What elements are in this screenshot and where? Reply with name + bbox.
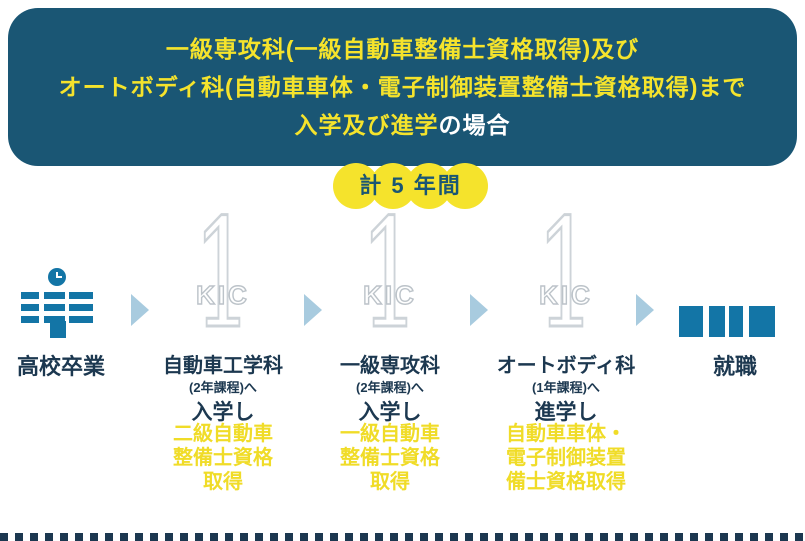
flag-icon (779, 248, 805, 253)
qual-line: 取得 (370, 471, 410, 493)
kic-logo-text: KIC (538, 279, 593, 310)
node-title: 一級専攻科 (340, 355, 440, 377)
badge-label: 計 5 年間 (359, 173, 462, 198)
node-autobody: オートボディ科 (1年課程)へ 進学し 自動車車体・ 電子制御装置 備士資格取得 (481, 349, 651, 499)
shop-door-panel (749, 306, 775, 337)
header-panel: 一級専攻科(一級自動車整備士資格取得)及び オートボディ科(自動車車体・電子制御… (8, 8, 797, 166)
arrow-right-icon (636, 294, 654, 326)
numeral-one-icon: 1 (535, 188, 596, 362)
arrow-right-icon (304, 294, 322, 326)
qual-line: 備士資格取得 (506, 471, 626, 493)
qual-line: 自動車車体・ (506, 423, 626, 445)
qual-line: 整備士資格 (173, 447, 273, 469)
school-building-icon (16, 265, 104, 338)
clock-icon (48, 268, 66, 286)
numeral-one-icon: 1 (359, 188, 420, 362)
window-bar (21, 316, 39, 323)
window-bar (21, 304, 39, 311)
school-door (50, 321, 66, 338)
arrow-right-icon (470, 294, 488, 326)
window-bar (44, 316, 65, 323)
node-label-employment: 就職 (712, 354, 757, 379)
window-bar (44, 304, 65, 311)
node-subtitle: (2年課程)へ (189, 380, 257, 395)
window-bar (69, 316, 93, 323)
storefront-icon (668, 248, 805, 345)
shop-door-panel (709, 306, 725, 337)
shop-door-panel (679, 306, 703, 337)
header-line-1: 一級専攻科(一級自動車整備士資格取得)及び (165, 36, 640, 62)
kic-one-logo: 1 KIC (310, 188, 470, 362)
node-qualification: 一級自動車 整備士資格 取得 (305, 422, 475, 494)
node-subtitle: (1年課程)へ (532, 380, 600, 395)
shop-signboard (668, 276, 781, 300)
window-bar (69, 292, 93, 299)
kic-logo-text: KIC (362, 279, 417, 310)
badge-bump (442, 163, 488, 209)
node-senkoka: 一級専攻科 (2年課程)へ 入学し 一級自動車 整備士資格 取得 (305, 349, 475, 499)
kic-one-logo: 1 KIC (143, 188, 303, 362)
arrow-right-icon (131, 294, 149, 326)
header-line-2: オートボディ科(自動車車体・電子制御装置整備士資格取得)まで (58, 74, 747, 100)
window-bar (69, 304, 93, 311)
node-kogakka: 自動車工学科 (2年課程)へ 入学し 二級自動車 整備士資格 取得 (138, 349, 308, 499)
qual-line: 電子制御装置 (506, 447, 626, 469)
qual-line: 一級自動車 (340, 423, 440, 445)
qual-line: 二級自動車 (173, 423, 273, 445)
node-qualification: 二級自動車 整備士資格 取得 (138, 422, 308, 494)
flag-pole (790, 272, 797, 340)
node-label-highschool: 高校卒業 (16, 354, 105, 379)
node-action: 入学し (358, 401, 422, 424)
clock-hand (57, 276, 62, 278)
dotted-line (0, 533, 805, 541)
node-qualification: 自動車車体・ 電子制御装置 備士資格取得 (481, 422, 651, 494)
window-bar (44, 292, 65, 299)
header-line-3-highlight: 入学及び進学 (294, 112, 439, 138)
flag-icon (784, 253, 801, 272)
total-years-badge: 計 5 年間 (333, 163, 488, 209)
clock-hand (56, 272, 58, 278)
kic-one-logo: 1 KIC (486, 188, 646, 362)
node-action: 入学し (191, 401, 255, 424)
numeral-one-icon: 1 (192, 188, 253, 362)
window-bar (21, 292, 39, 299)
kic-logo-text: KIC (195, 279, 250, 310)
header-line-3: 入学及び進学の場合 (8, 106, 797, 144)
qual-line: 取得 (203, 471, 243, 493)
node-title: オートボディ科 (496, 355, 636, 377)
qual-line: 整備士資格 (340, 447, 440, 469)
shop-door-panel (729, 306, 743, 337)
header-line-3-rest: の場合 (438, 112, 511, 138)
node-title: 自動車工学科 (163, 355, 283, 377)
node-action: 進学し (534, 401, 598, 424)
node-subtitle: (2年課程)へ (356, 380, 424, 395)
